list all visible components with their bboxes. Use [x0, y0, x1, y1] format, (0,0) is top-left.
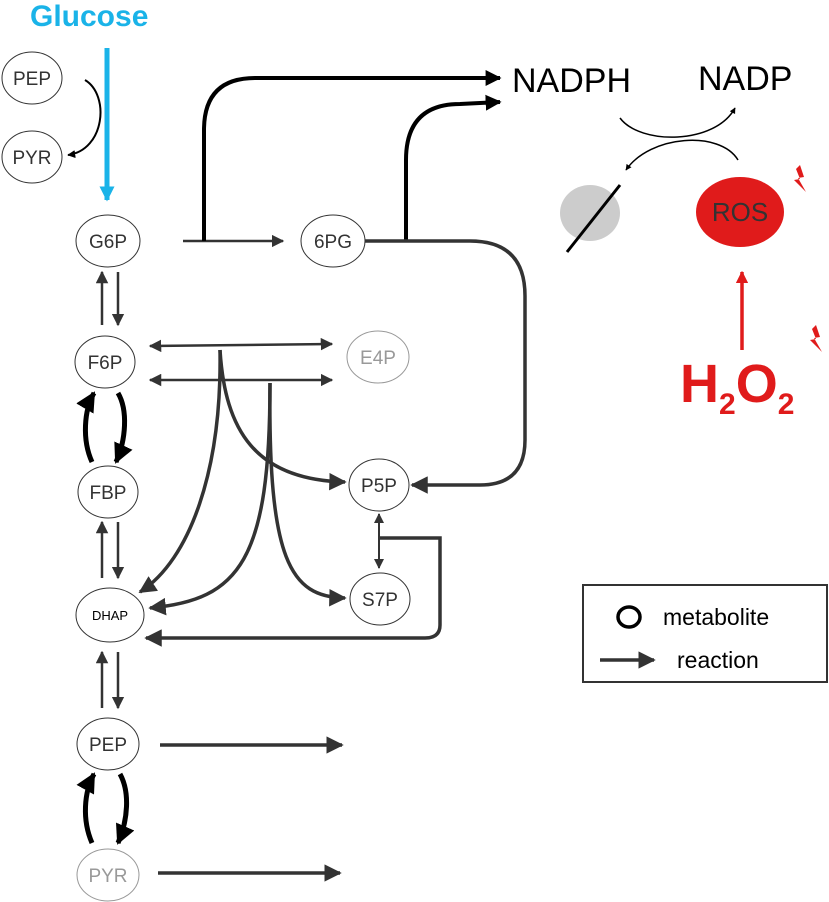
ros-circle [696, 177, 784, 247]
g6p-f6p-arrows [95, 270, 125, 327]
scavenged-ros-circle [560, 185, 620, 241]
pyr-top-label: PYR [12, 148, 51, 169]
fbp-dhap-arrows [95, 520, 125, 580]
legend-box [582, 584, 828, 683]
metabolite-fbp [77, 465, 139, 519]
metabolite-f6p [74, 335, 136, 389]
pep-pyr-arrows [76, 772, 135, 845]
pep-top-label: PEP [13, 69, 51, 90]
scavenged-slash [565, 184, 622, 253]
6pg-to-nadph-arrow [404, 94, 502, 241]
ros-to-scavenged-arrow [625, 139, 739, 171]
legend-metabolite-label: metabolite [663, 604, 769, 630]
h2o2-h: H [680, 354, 719, 414]
glucose-label: Glucose [30, 0, 148, 33]
pep-label: PEP [89, 735, 127, 756]
e4p-label: E4P [360, 348, 396, 369]
metabolite-e4p [346, 330, 410, 384]
metabolite-pep [76, 717, 140, 771]
h2o2-sub2: 2 [778, 388, 795, 421]
metabolite-p5p [348, 458, 410, 512]
metabolite-dhap [75, 587, 145, 643]
nadp-label: NADP [698, 60, 792, 98]
ta-to-dhap-arrow [148, 382, 272, 616]
p5p-label: P5P [361, 476, 397, 497]
tk-to-p5p-arrow [218, 349, 347, 491]
6pg-to-p5p-arrow [365, 239, 527, 494]
6pg-label: 6PG [314, 232, 352, 253]
pyr-label: PYR [88, 866, 127, 887]
p5p-s7p-to-dhap-arrow [144, 536, 442, 647]
metabolite-pyr-top [1, 130, 63, 184]
g6p-to-nadph-arrow [202, 70, 502, 241]
ros-lightning-icon [794, 165, 806, 192]
legend-reaction-label: reaction [677, 647, 759, 673]
h2o2-lightning-icon [810, 325, 822, 352]
legend-metabolite-icon [616, 605, 642, 629]
ros-label: ROS [712, 197, 768, 227]
metabolite-pyr [76, 848, 140, 902]
dhap-pep-arrows [95, 650, 125, 710]
f6p-label: F6P [88, 353, 123, 374]
ta-to-s7p-arrow [268, 382, 347, 607]
nadph-to-nadp-arrow [619, 107, 736, 138]
dhap-label: DHAP [92, 608, 128, 623]
f6p-fbp-arrows [76, 391, 133, 464]
metabolite-g6p [75, 214, 141, 268]
nadph-label: NADPH [512, 62, 631, 100]
h2o2-sub1: 2 [719, 388, 736, 421]
h2o2-label: H2O2 [680, 354, 794, 421]
metabolite-pep-top [1, 51, 63, 105]
g6p-label: G6P [89, 232, 127, 253]
metabolite-s7p [349, 572, 411, 626]
s7p-label: S7P [362, 590, 398, 611]
pep-to-pyr-top-arrow [67, 79, 102, 158]
fbp-label: FBP [90, 483, 127, 504]
f6p-e4p-arrow-1 [148, 337, 334, 353]
tk-to-dhap-arrow [138, 349, 222, 594]
h2o2-o: O [736, 354, 778, 414]
